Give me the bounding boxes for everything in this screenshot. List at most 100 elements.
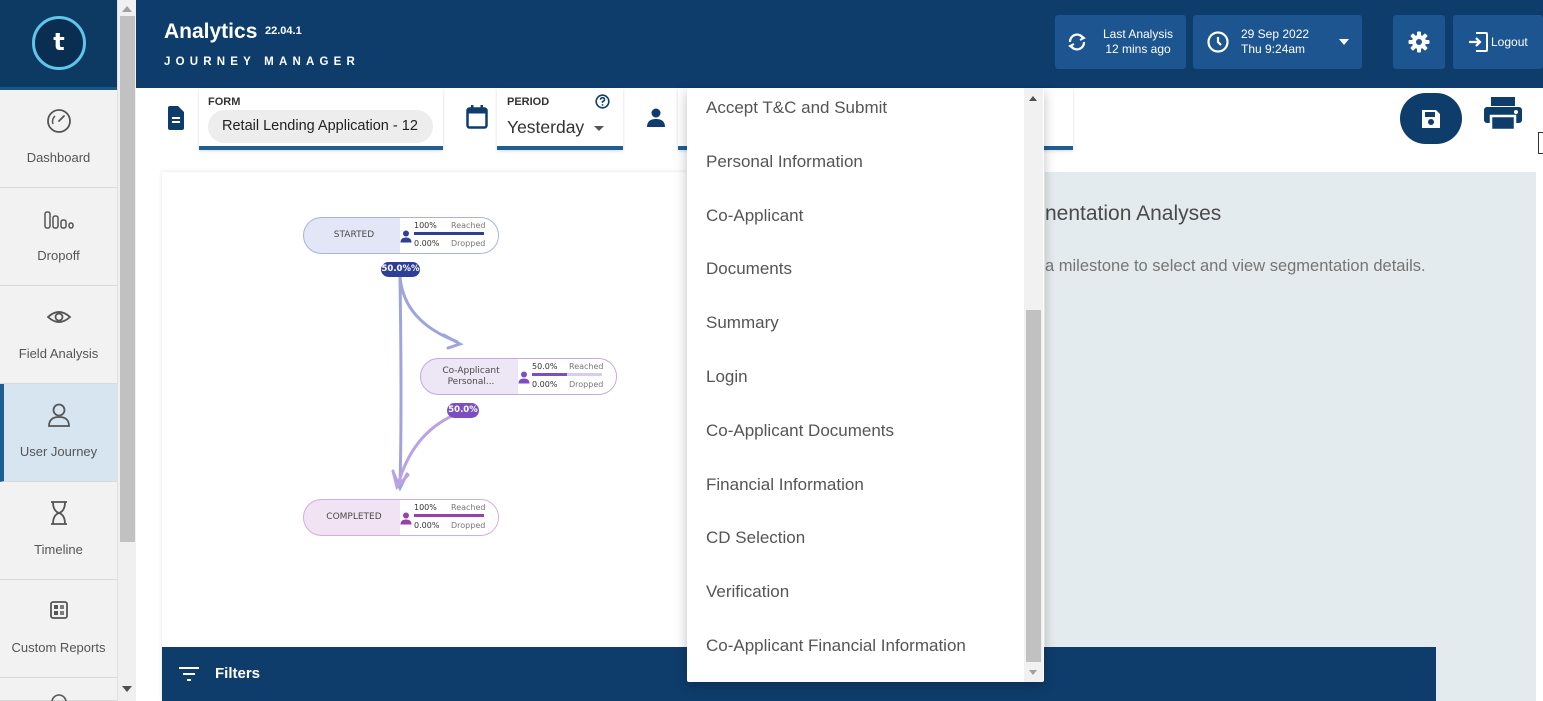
app-subtitle: JOURNEY MANAGER — [164, 56, 360, 68]
form-value[interactable]: Retail Lending Application - 12 — [208, 110, 433, 143]
milestone-option[interactable]: Accept T&C and Submit — [706, 98, 888, 117]
settings-button[interactable] — [1393, 15, 1445, 69]
node-name: Co-Applicant — [442, 366, 500, 376]
app-header: Analytics 22.04.1 JOURNEY MANAGER Last A… — [136, 0, 1543, 88]
logo-icon: t — [32, 16, 86, 70]
sidebar-item-more[interactable] — [0, 678, 117, 701]
reached-pct: 50.0% — [532, 362, 558, 371]
report-icon — [0, 598, 117, 624]
reached-label: Reached — [451, 221, 486, 230]
dropdown-scrollbar-thumb[interactable] — [1026, 310, 1041, 662]
form-selector[interactable]: FORM Retail Lending Application - 12 — [199, 88, 443, 150]
dropped-pct: 0.00% — [414, 521, 440, 530]
journey-node-co-applicant-personal[interactable]: Co-Applicant Personal... 50.0% Reached 0… — [420, 358, 617, 395]
reached-bar — [532, 373, 602, 376]
journey-node-completed[interactable]: COMPLETED 100% Reached 0.00% Dropped — [303, 499, 499, 536]
reached-pct: 100% — [414, 503, 437, 512]
date-selector-button[interactable]: 29 Sep 2022 Thu 9:24am — [1193, 15, 1362, 69]
sidebar-scrollbar-thumb[interactable] — [120, 16, 135, 542]
reached-pct: 100% — [414, 221, 437, 230]
milestone-option[interactable]: Summary — [706, 313, 779, 333]
sidebar-item-custom-reports[interactable]: Custom Reports — [0, 580, 117, 678]
reached-label: Reached — [451, 503, 486, 512]
period-selector[interactable]: PERIOD Yesterday — [497, 88, 623, 150]
logo[interactable]: t — [0, 0, 117, 90]
sidebar-item-label: User Journey — [19, 444, 98, 459]
edge-marker — [1538, 132, 1543, 154]
print-icon[interactable] — [1482, 96, 1524, 137]
last-analysis-label: Last Analysis — [1102, 27, 1174, 41]
sidebar-item-field-analysis[interactable]: Field Analysis — [0, 286, 117, 384]
milestone-option[interactable]: Co-Applicant Documents — [706, 420, 895, 440]
flow-percent-badge: 50.0%% — [381, 262, 420, 277]
date-label: 29 Sep 2022 — [1241, 27, 1310, 41]
journey-node-started[interactable]: STARTED 100% Reached 0.00% Dropped — [303, 217, 499, 254]
sidebar-scrollbar[interactable] — [117, 0, 136, 701]
dropped-label: Dropped — [451, 239, 486, 248]
sidebar: t Dashboard Dropoff Field Analysis User … — [0, 0, 117, 701]
sidebar-item-timeline[interactable]: Timeline — [0, 482, 117, 580]
sidebar-item-dropoff[interactable]: Dropoff — [0, 188, 117, 286]
logout-icon — [1467, 31, 1489, 58]
gear-icon — [1407, 30, 1431, 59]
reached-bar — [414, 514, 484, 517]
logout-label: Logout — [1491, 35, 1528, 49]
scroll-up-icon[interactable] — [1029, 96, 1037, 101]
journey-flow-arrows — [391, 276, 464, 492]
user-journey-flow: STARTED 100% Reached 0.00% Dropped 50.0%… — [162, 172, 710, 701]
segmentation-title: nentation Analyses — [1045, 202, 1222, 225]
milestone-option[interactable]: Financial Information — [706, 474, 864, 494]
scroll-up-icon[interactable] — [122, 6, 132, 12]
save-button[interactable] — [1400, 93, 1462, 144]
segmentation-description: a milestone to select and view segmentat… — [1045, 257, 1426, 275]
milestone-option[interactable]: Personal Information — [706, 151, 863, 171]
milestone-option[interactable]: Co-Applicant — [706, 205, 804, 225]
sidebar-item-label: Dashboard — [26, 150, 91, 165]
scroll-down-icon[interactable] — [1029, 670, 1037, 675]
logout-button[interactable]: Logout — [1453, 15, 1543, 69]
form-document-icon — [167, 106, 185, 135]
period-value[interactable]: Yesterday — [507, 117, 585, 137]
segmentation-panel: nentation Analyses a milestone to select… — [1045, 172, 1536, 701]
node-name: COMPLETED — [326, 512, 382, 522]
reached-bar — [414, 232, 484, 235]
user-icon — [518, 369, 530, 388]
save-icon — [1422, 109, 1440, 128]
help-icon[interactable] — [595, 94, 610, 114]
last-analysis-time: 12 mins ago — [1105, 42, 1171, 56]
hourglass-icon — [0, 500, 117, 526]
eye-icon — [0, 304, 117, 330]
dropped-label: Dropped — [569, 380, 604, 389]
milestone-option[interactable]: CD Selection — [706, 528, 806, 548]
user-filter-icon — [646, 108, 666, 133]
milestone-option[interactable]: Login — [706, 367, 748, 386]
user-icon — [0, 402, 117, 428]
refresh-icon — [1065, 30, 1089, 59]
settings-partial-icon — [0, 690, 117, 701]
dropped-pct: 0.00% — [414, 239, 440, 248]
form-label: FORM — [208, 96, 241, 108]
milestone-option[interactable]: Verification — [706, 582, 790, 602]
scroll-down-icon[interactable] — [122, 686, 132, 692]
gauge-icon — [0, 108, 117, 134]
sidebar-item-label: Timeline — [34, 542, 83, 557]
last-analysis-button[interactable]: Last Analysis 12 mins ago — [1055, 15, 1186, 69]
milestone-option[interactable]: Co-Applicant Financial Information — [706, 636, 966, 655]
dropdown-scrollbar[interactable] — [1024, 88, 1043, 682]
milestone-option[interactable]: Documents — [706, 259, 792, 279]
sidebar-item-label: Custom Reports — [11, 640, 106, 655]
sidebar-item-user-journey[interactable]: User Journey — [0, 384, 117, 482]
sidebar-item-label: Dropoff — [37, 248, 80, 263]
filters-label: Filters — [215, 665, 261, 682]
sidebar-item-dashboard[interactable]: Dashboard — [0, 90, 117, 188]
flow-percent-badge: 50.0% — [447, 403, 479, 418]
period-label: PERIOD — [507, 96, 550, 108]
user-icon — [400, 228, 412, 247]
filter-icon — [179, 667, 199, 686]
user-icon — [400, 510, 412, 529]
dropped-pct: 0.00% — [532, 380, 558, 389]
clock-icon — [1206, 30, 1230, 59]
node-name: Personal... — [447, 377, 495, 387]
sidebar-item-label: Field Analysis — [18, 346, 99, 361]
